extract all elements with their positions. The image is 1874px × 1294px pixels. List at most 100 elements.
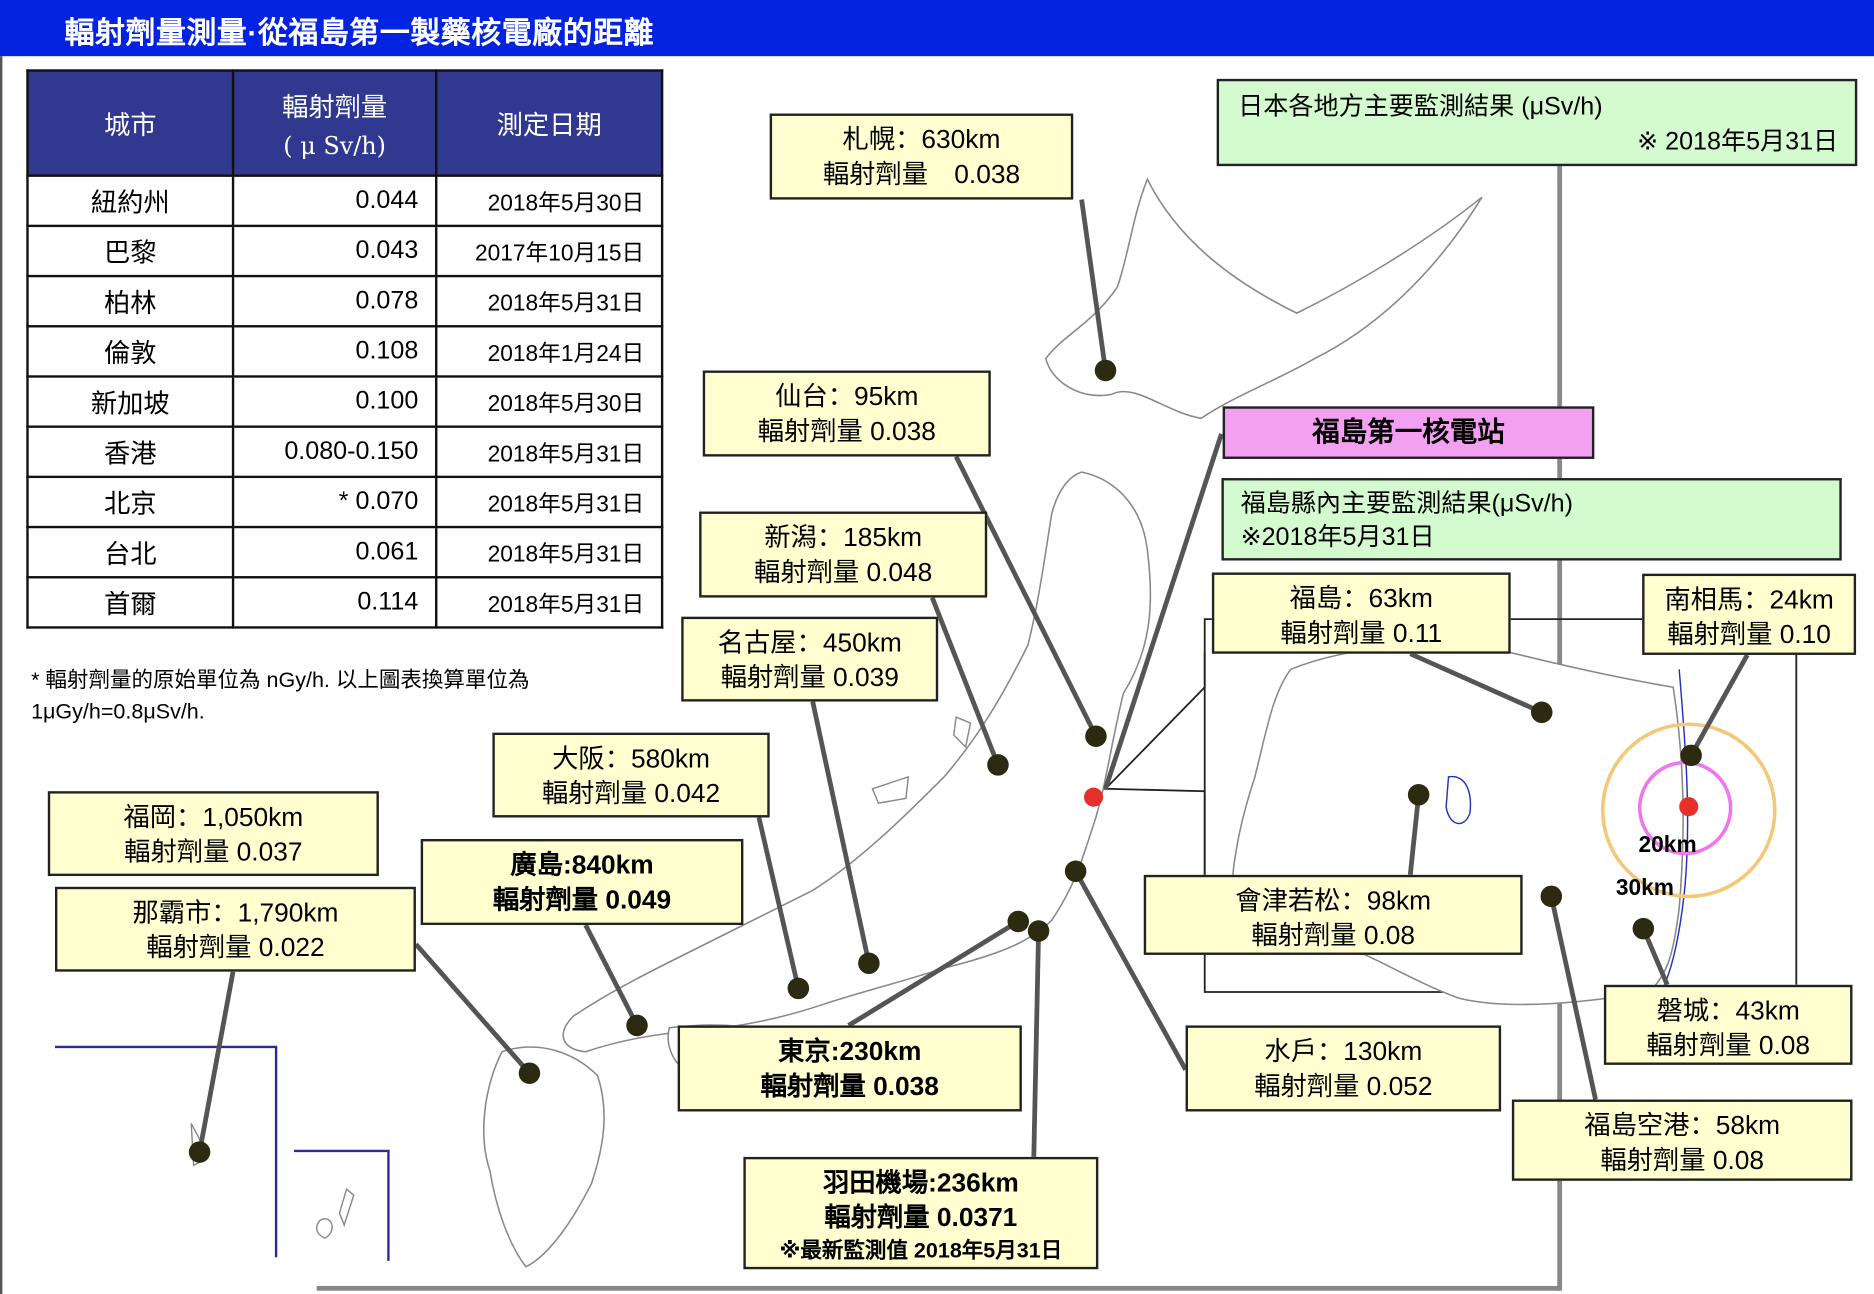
inset-frame-okinawa (54, 1045, 278, 1258)
fukushima-header-line2: ※2018年5月31日 (1240, 523, 1435, 551)
leader-line (414, 942, 532, 1075)
site-marker (1632, 917, 1655, 940)
japan-outline (483, 177, 1684, 1268)
cell-date: 2018年5月31日 (435, 274, 664, 328)
header-date: 測定日期 (435, 69, 664, 177)
leader-line (1409, 651, 1543, 715)
leader-line (1548, 895, 1598, 1101)
site-line3: ※最新監測值 2018年5月31日 (779, 1238, 1063, 1263)
leader-line (756, 816, 801, 989)
fukushima-header-line1: 福島縣內主要監測結果(μSv/h) (1240, 490, 1573, 518)
site-line2: 輻射劑量 0.037 (124, 836, 303, 867)
cell-date: 2017年10月15日 (435, 224, 664, 278)
site-line1: 福岡：1,050km (123, 801, 304, 832)
cell-dose: 0.043 (231, 224, 438, 278)
site-line2: 輻射劑量 0.10 (1667, 619, 1831, 649)
ring-30km (1600, 722, 1777, 899)
site-line2: 輻射劑量 0.038 (760, 1070, 939, 1101)
footnote: * 輻射劑量的原始單位為 nGy/h. 以上圖表換算單位為 1μGy/h=0.8μ… (31, 665, 652, 727)
site-line2: 輻射劑量 0.052 (1254, 1070, 1433, 1101)
title-bar: 輻射劑量測量·從福島第一製藥核電廠的距離 (0, 0, 1874, 57)
site-marker (1027, 920, 1050, 942)
site-line2: 輻射劑量 0.042 (541, 778, 721, 808)
cell-date: 2018年5月31日 (435, 475, 664, 529)
site-line1: 仙台：95km (775, 381, 919, 412)
cell-dose: 0.078 (231, 274, 438, 328)
leader-line (810, 701, 872, 964)
japan-header-line2: ※ 2018年5月31日 (1637, 127, 1839, 156)
cell-city: 首爾 (26, 576, 235, 629)
cell-dose: 0.061 (231, 525, 438, 579)
site-line2: 輻射劑量 0.08 (1600, 1144, 1765, 1175)
site-label: 廣島:840km 輻射劑量 0.049 (420, 838, 744, 926)
japan-header-line1: 日本各地方主要監測結果 (μSv/h) (1238, 93, 1603, 121)
site-line1: 大阪：580km (552, 743, 710, 774)
cell-dose: * 0.070 (231, 475, 438, 529)
cell-city: 新加坡 (26, 375, 235, 428)
cell-dose: 0.044 (231, 174, 438, 228)
site-line1: 水戶：130km (1264, 1036, 1423, 1067)
site-line2: 輻射劑量 0.08 (1646, 1030, 1811, 1061)
leader-line (1079, 199, 1108, 371)
zoom-connector (1103, 618, 1212, 875)
site-line2: 輻射劑量 0.038 (757, 415, 936, 446)
site-marker (1007, 910, 1030, 933)
footnote-line1: * 輻射劑量的原始單位為 nGy/h. 以上圖表換算單位為 (31, 668, 530, 692)
site-label: 大阪：580km 輻射劑量 0.042 (492, 732, 770, 818)
leader-line (1407, 794, 1422, 876)
cell-dose: 0.114 (231, 576, 438, 629)
cell-city: 紐約州 (26, 174, 235, 228)
site-marker (188, 1141, 211, 1163)
site-label: 南相馬：24km 輻射劑量 0.10 (1642, 573, 1857, 655)
site-marker (1085, 725, 1107, 747)
site-line2: 輻射劑量 0.038 (822, 158, 1021, 189)
leader-line (1689, 653, 1750, 757)
site-marker (1680, 744, 1702, 767)
header-dose: 輻射劑量( μ Sv/h) (231, 69, 438, 177)
site-line1: 福島空港：58km (1584, 1110, 1781, 1141)
fukushima-results-header: 福島縣內主要監測結果(μSv/h) ※2018年5月31日 (1221, 478, 1842, 561)
site-line1: 南相馬：24km (1664, 584, 1834, 615)
footnote-line2: 1μGy/h=0.8μSv/h. (31, 699, 205, 724)
cell-date: 2018年5月30日 (435, 174, 664, 228)
site-line2: 輻射劑量 0.048 (754, 556, 933, 587)
site-line1: 新潟：185km (764, 522, 923, 553)
leader-line (1031, 930, 1041, 1157)
site-line2: 輻射劑量 0.049 (492, 884, 672, 915)
cell-city: 巴黎 (26, 224, 235, 278)
plant-label: 福島第一核電站 (1222, 406, 1595, 459)
header-dose-unit: ( μ Sv/h) (283, 131, 386, 161)
cell-city: 台北 (26, 525, 235, 579)
leader-line (953, 455, 1099, 738)
site-marker (1094, 359, 1117, 382)
site-marker (1530, 701, 1553, 724)
cell-city: 香港 (26, 425, 235, 479)
site-line1: 名古屋：450km (717, 627, 902, 658)
site-line2: 輻射劑量 0.0371 (824, 1202, 1018, 1233)
site-line1: 廣島:840km (510, 849, 654, 880)
site-marker (1407, 784, 1430, 806)
site-line1: 那霸市：1,790km (132, 897, 339, 928)
site-line2: 輻射劑量 0.08 (1251, 920, 1416, 951)
cell-dose: 0.108 (231, 325, 438, 378)
leader-line (583, 923, 640, 1027)
inset-frame-islands (294, 1149, 390, 1261)
ring-20km-label: 20km (1638, 833, 1697, 859)
site-line2: 輻射劑量 0.022 (146, 932, 325, 963)
site-line2: 輻射劑量 0.11 (1280, 617, 1443, 648)
leader-line (1103, 433, 1224, 790)
site-marker (858, 952, 880, 975)
site-line1: 東京:230km (778, 1036, 922, 1067)
